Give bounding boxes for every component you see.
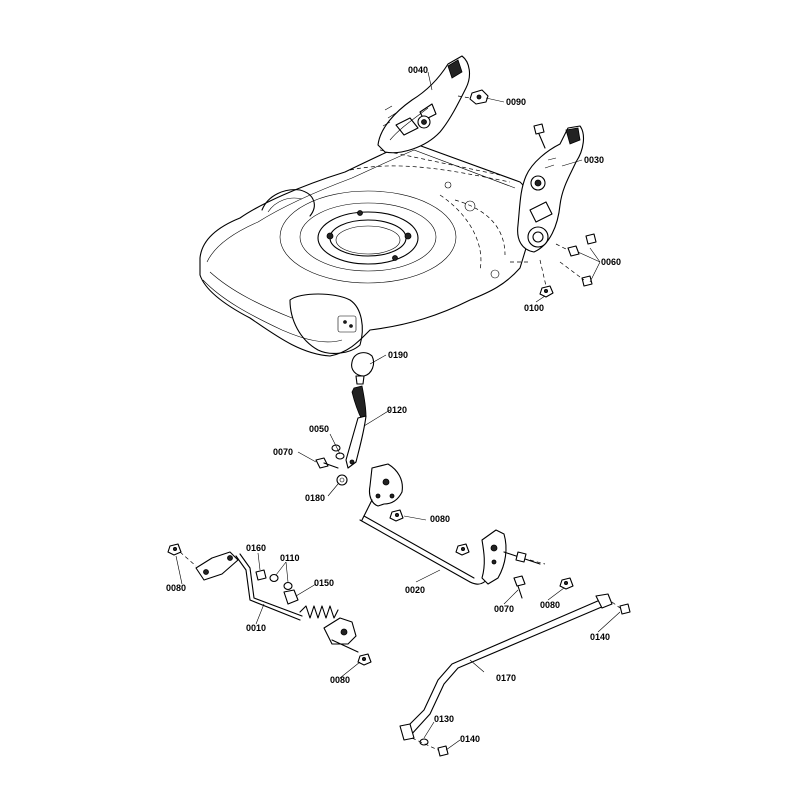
bolt-0070-left	[315, 457, 339, 469]
label-0080-bottom: 0080	[330, 675, 350, 685]
label-0190: 0190	[388, 350, 408, 360]
label-0080-upper: 0080	[430, 514, 450, 524]
nut-0080-lower-right	[559, 577, 574, 590]
label-0140-upper: 0140	[590, 632, 610, 642]
label-0060: 0060	[601, 257, 621, 267]
washers-0050	[331, 444, 345, 460]
leader-lines	[175, 71, 621, 751]
label-0130: 0130	[434, 714, 454, 724]
label-0070-left: 0070	[273, 447, 293, 457]
rear-left-height-bracket	[377, 55, 471, 154]
nut-0100	[539, 259, 554, 298]
clip-0140-lower	[411, 737, 449, 757]
label-0120: 0120	[387, 405, 407, 415]
label-0030: 0030	[584, 155, 604, 165]
label-0050: 0050	[309, 424, 329, 434]
label-0100: 0100	[524, 303, 544, 313]
fastener-0090	[457, 89, 489, 105]
label-0110: 0110	[280, 553, 300, 563]
handle-knob	[351, 352, 375, 385]
bushing-0180	[336, 474, 348, 486]
nut-0080-bottom	[357, 653, 372, 666]
label-0160: 0160	[246, 543, 266, 553]
label-0010: 0010	[246, 623, 266, 633]
label-0070-right: 0070	[494, 604, 514, 614]
bolt-0070-right	[513, 575, 526, 599]
label-0080-right: 0080	[540, 600, 560, 610]
nut-0080-right	[455, 543, 470, 556]
rear-axle-link	[195, 551, 359, 653]
label-0090: 0090	[506, 97, 526, 107]
clip-0140-upper	[611, 601, 631, 615]
label-0170: 0170	[496, 673, 516, 683]
clip-0160	[255, 569, 267, 581]
rear-right-height-bracket	[517, 125, 585, 253]
connecting-rod	[399, 593, 613, 741]
bushings-0110	[269, 573, 293, 591]
axle-assembly	[359, 463, 546, 585]
nut-0080-left	[167, 543, 197, 567]
label-0140-lower: 0140	[460, 734, 480, 744]
mower-deck	[199, 141, 530, 357]
part-labels: 0040 0090 0030 0060 0100 0190 0120 0050 …	[166, 65, 621, 744]
label-0080-left: 0080	[166, 583, 186, 593]
label-0180: 0180	[305, 493, 325, 503]
bolts-0060	[555, 233, 597, 287]
height-lever	[345, 385, 367, 469]
label-0020: 0020	[405, 585, 425, 595]
bolt-upper-right	[533, 123, 546, 149]
label-0150: 0150	[314, 578, 334, 588]
label-0040: 0040	[408, 65, 428, 75]
nut-0080-upper	[389, 509, 404, 522]
